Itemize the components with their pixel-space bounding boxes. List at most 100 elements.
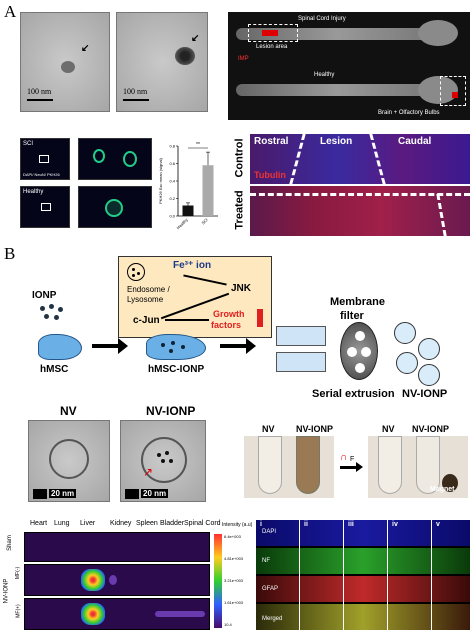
- organ-bladder: Bladder: [160, 520, 185, 527]
- panel-b-letter: B: [4, 244, 16, 263]
- fluo-stain-label-1: DAPI/ NeuN/ PKH26: [23, 172, 60, 177]
- vesicle-3: [396, 352, 418, 374]
- rostral-label: Rostral: [254, 136, 289, 147]
- control-label: Control: [233, 138, 246, 178]
- membrane-label: Membrane: [330, 296, 386, 308]
- lysosome-label: Lysosome: [127, 295, 164, 304]
- panel-a-letter: A: [4, 2, 17, 21]
- y-tick-label-4: 0.8: [169, 144, 175, 149]
- confocal-dapi-label: DAPI: [262, 529, 277, 535]
- vesicle-1: [394, 322, 416, 344]
- organ-labels-row: Heart Lung Liver Kidney Spleen Bladder S…: [30, 520, 230, 530]
- bar-healthy: [182, 205, 194, 216]
- confocal-gfap-label: GFAP: [262, 586, 279, 592]
- fluo-healthy-overview: Healthy: [20, 186, 70, 228]
- healthy-spine-label: Healthy: [314, 72, 335, 78]
- nv-ionp-tem-title: NV-IONP: [146, 404, 196, 418]
- intensity-tick-1: 6.4e+003: [224, 534, 241, 539]
- ionp-label: IONP: [32, 290, 57, 301]
- fluo-sci-label: SCI: [23, 141, 34, 147]
- row-mfpos: MF(+): [15, 604, 22, 618]
- confocal-col-v: v: [436, 521, 440, 528]
- signaling-box: Fe³⁺ ion Endosome / Lysosome JNK c-Jun G…: [118, 256, 272, 338]
- bar-sci: [202, 165, 214, 216]
- brain-bulbs-label: Brain + Olfactory Bulbs: [378, 110, 440, 116]
- intensity-tick-2: 4.81e+003: [224, 556, 244, 561]
- spine-title: Spinal Cord Injury: [298, 16, 346, 22]
- tube-nvionp-label-2: NV-IONP: [412, 424, 450, 434]
- endosome-label: Endosome /: [127, 285, 170, 294]
- biodist-sham: [24, 532, 210, 562]
- intensity-tick-5: 10.4: [224, 622, 232, 627]
- fluo-sci-overview: SCI DAPI/ NeuN/ PKH26: [20, 138, 70, 180]
- tube-arrow-head: [356, 462, 363, 472]
- arrow-2: [220, 344, 248, 348]
- y-tick-label-3: 0.6: [169, 161, 175, 166]
- organ-lung: Lung: [54, 520, 70, 527]
- tube-nv-label-2: NV: [382, 424, 395, 434]
- row-sham: Sham: [6, 535, 13, 551]
- membrane-filter-disc: [340, 322, 378, 380]
- sig-annotation: **: [196, 142, 200, 148]
- row-labels: Sham NV-IONP MF(-) MF(+): [3, 532, 24, 630]
- nv-ionp-tem-image: ↗ 20 nm: [120, 420, 206, 502]
- confocal-col-i: i: [260, 521, 262, 528]
- confocal-merged-label: Merged: [262, 616, 283, 622]
- nv-ionp-product-label: NV-IONP: [402, 388, 448, 400]
- intensity-tick-4: 1.61e+003: [224, 600, 244, 605]
- confocal-grid: i ii iii iv v DAPI NF GFAP Merged: [256, 520, 470, 630]
- y-tick-label-1: 0.2: [169, 196, 175, 201]
- tubulin-label: Tubulin: [254, 170, 286, 180]
- confocal-col-iv: iv: [392, 521, 398, 528]
- organ-kidney: Kidney: [110, 520, 132, 527]
- spine-3d-panel: Spinal Cord Injury Lesion area IMP Healt…: [228, 12, 470, 120]
- organ-liver: Liver: [80, 520, 96, 527]
- hmsc-ionp-label: hMSC-IONP: [148, 364, 205, 375]
- confocal-nf-label: NF: [262, 558, 270, 564]
- y-axis-label: PKH26 Exc mean (signal): [158, 157, 163, 203]
- control-label-wrap: Control: [232, 136, 250, 182]
- fe-ion-label: Fe³⁺ ion: [173, 260, 212, 271]
- magnetic-force-label: F: [350, 456, 355, 463]
- filter-label: filter: [340, 310, 364, 322]
- serial-extrusion-label: Serial extrusion: [312, 388, 395, 400]
- magnet-label: Magnet: [430, 486, 455, 493]
- tem-image-2: ↙ 100 nm: [116, 12, 208, 112]
- fluo-healthy-zoom: [78, 186, 152, 228]
- x-tick-label-1: SCI: [200, 217, 208, 225]
- growth-label: Growth: [213, 309, 245, 319]
- magnet-icon: ∩: [340, 452, 348, 463]
- caudal-label: Caudal: [398, 136, 432, 147]
- lesion-label: Lesion: [320, 136, 353, 147]
- hmsc-ionp-cell: [146, 334, 206, 360]
- tube-nvionp-label-1: NV-IONP: [296, 424, 334, 434]
- treated-label-wrap: Treated: [232, 188, 250, 234]
- arrow-1: [92, 344, 120, 348]
- jnk-label: JNK: [231, 283, 252, 294]
- organ-heart: Heart: [30, 520, 48, 527]
- tube-nv-label-1: NV: [262, 424, 275, 434]
- biodist-mfpos: [24, 598, 210, 630]
- x-tick-label-0: Healthy: [176, 217, 189, 230]
- arrow-1-head: [118, 338, 128, 354]
- treated-label: Treated: [233, 190, 246, 230]
- cjun-label: c-Jun: [133, 315, 160, 326]
- nv-ionp-tem-scale: 20 nm: [141, 489, 169, 498]
- extrusion-chamber-2: [276, 352, 326, 372]
- tube-photo-after: Magnet: [368, 436, 468, 498]
- tube-arrow: [340, 466, 358, 469]
- intensity-tick-3: 3.21e+003: [224, 578, 244, 583]
- arrow-2-head: [246, 338, 256, 354]
- tem2-scale: 100 nm: [123, 87, 148, 96]
- hmsc-cell: [38, 334, 82, 360]
- factors-label: factors: [211, 320, 242, 330]
- confocal-col-ii: ii: [304, 521, 308, 528]
- extrusion-chamber-1: [276, 326, 326, 346]
- row-nvionp: NV-IONP: [3, 578, 10, 604]
- intensity-colorbar: [214, 534, 222, 628]
- tube-photo-before: [244, 436, 334, 498]
- nv-tem-title: NV: [60, 404, 77, 418]
- biodist-mfneg: [24, 564, 210, 596]
- y-tick-label-0: 0.0: [169, 214, 175, 219]
